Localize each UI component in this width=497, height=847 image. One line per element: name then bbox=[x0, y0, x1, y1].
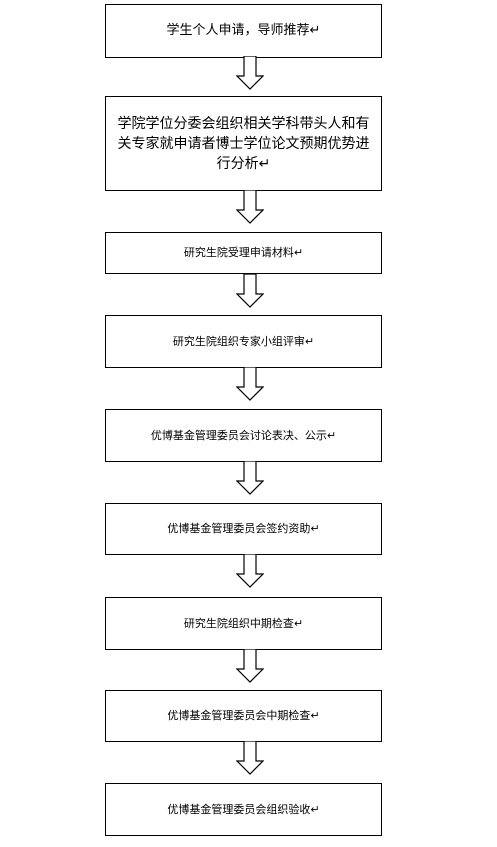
step-3-box: 研究生院受理申请材料↵ bbox=[105, 232, 382, 274]
arrow-down-icon bbox=[236, 649, 264, 683]
step-2-box: 学院学位分委会组织相关学科带头人和有关专家就申请者博士学位论文预期优势进行分析↵ bbox=[105, 96, 382, 191]
step-8-box: 优博基金管理委员会中期检查↵ bbox=[105, 690, 382, 742]
arrow-down-icon bbox=[236, 274, 264, 308]
step-9-box: 优博基金管理委员会组织验收↵ bbox=[105, 783, 382, 836]
step-2-text: 学院学位分委会组织相关学科带头人和有关专家就申请者博士学位论文预期优势进行分析↵ bbox=[117, 115, 370, 172]
arrow-down-icon bbox=[236, 741, 264, 775]
arrow-down-icon bbox=[236, 554, 264, 588]
step-4-text: 研究生院组织专家小组评审↵ bbox=[172, 334, 315, 348]
step-3-text: 研究生院受理申请材料↵ bbox=[183, 246, 304, 259]
step-9-text: 优博基金管理委员会组织验收↵ bbox=[167, 802, 320, 816]
step-8-text: 优博基金管理委员会中期检查↵ bbox=[167, 709, 320, 722]
step-5-text: 优博基金管理委员会讨论表决、公示↵ bbox=[150, 428, 337, 442]
step-6-text: 优博基金管理委员会签约资助↵ bbox=[167, 522, 320, 535]
step-6-box: 优博基金管理委员会签约资助↵ bbox=[105, 503, 382, 555]
arrow-down-icon bbox=[236, 367, 264, 401]
arrow-down-icon bbox=[236, 56, 264, 90]
step-5-box: 优博基金管理委员会讨论表决、公示↵ bbox=[105, 409, 382, 462]
step-1-text: 学生个人申请，导师推荐↵ bbox=[166, 23, 321, 38]
step-1-box: 学生个人申请，导师推荐↵ bbox=[105, 4, 382, 58]
step-4-box: 研究生院组织专家小组评审↵ bbox=[105, 315, 382, 368]
step-7-text: 研究生院组织中期检查↵ bbox=[183, 616, 304, 630]
step-7-box: 研究生院组织中期检查↵ bbox=[105, 597, 382, 650]
arrow-down-icon bbox=[236, 461, 264, 495]
arrow-down-icon bbox=[236, 190, 264, 224]
